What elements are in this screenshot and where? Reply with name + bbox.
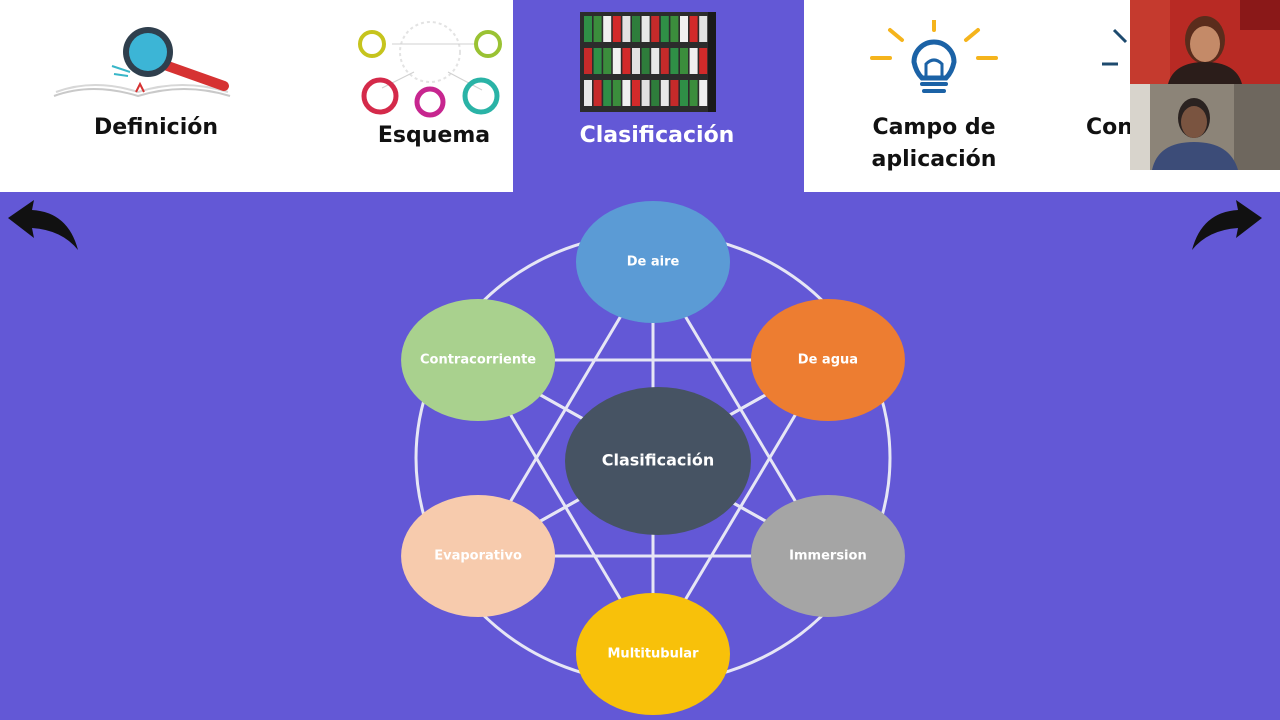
diagram-node: Multitubular [576,593,730,715]
center-node: Clasificación [565,387,751,535]
node-shape [750,495,905,617]
tab-definicion-label: Definición [93,115,219,140]
node-shape [576,201,730,323]
participant-video-frame [1130,84,1280,170]
node-label: De agua [798,353,858,368]
node-label: Immersion [789,549,867,564]
tab-campo-label: Campo de aplicación [871,115,997,172]
back-arrow-icon[interactable] [4,196,84,256]
tab-clasificacion[interactable]: Clasificación [513,0,804,192]
participant-video-frame [1130,0,1280,84]
forward-arrow-icon[interactable] [1186,196,1266,256]
diagram-node: De agua [750,299,905,421]
lightbulb-icon [870,20,998,93]
node-shape [401,495,556,617]
bookshelf-binders-icon [580,12,716,112]
node-shape [401,299,556,421]
center-node-label: Clasificación [602,451,715,470]
node-label: De aire [627,255,680,270]
node-label: Contracorriente [420,353,536,368]
tab-esquema-label: Esquema [377,123,491,148]
partial-icon [1102,28,1128,66]
node-shape [750,299,905,421]
diagram-node: Immersion [750,495,905,617]
diagram-node: De aire [576,201,730,323]
circle-scheme-icon [358,21,502,118]
video-participant-1[interactable] [1130,0,1280,84]
tab-definicion[interactable]: Definición Esquema [0,0,513,192]
node-label: Evaporativo [434,549,522,564]
tab-clasificacion-label: Clasificación [579,123,735,148]
magnifier-book-icon [53,27,231,98]
node-shape [576,593,730,715]
center-node-shape [565,387,751,535]
node-label: Multitubular [608,647,700,662]
diagram-node: Contracorriente [401,299,556,421]
tab-con-label: Con [1086,115,1133,140]
video-participant-2[interactable] [1130,84,1280,170]
diagram-node: Evaporativo [401,495,556,617]
